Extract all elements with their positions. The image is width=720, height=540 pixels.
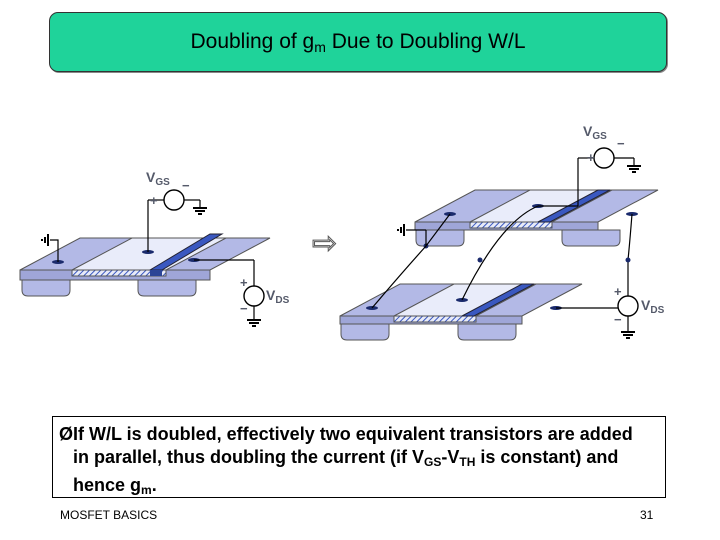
caption-box: Ø If W/L is doubled, effectively two equ… [52, 416, 666, 498]
parallel-transistors: VGS + − VDS + − [339, 123, 665, 341]
mosfet-diagram: VGS + − VDS + − ⇨ [19, 123, 665, 341]
vds-plus-left: + [240, 275, 248, 290]
slide-title: Doubling of gm Due to Doubling W/L [49, 12, 667, 72]
vgs-source-right [593, 147, 615, 169]
vds-label-left: VDS [266, 287, 290, 306]
vgs-plus-left: + [150, 193, 158, 208]
bullet-arrow-icon: Ø [59, 424, 74, 444]
vgs-label-right: VGS [583, 123, 607, 142]
single-transistor: VGS + − VDS + − [19, 169, 290, 327]
title-text: Doubling of gm Due to Doubling W/L [190, 29, 526, 55]
source-well [21, 279, 71, 297]
gate-oxide [71, 269, 167, 277]
footer-label: MOSFET BASICS [60, 508, 158, 522]
caption-text: Ø If W/L is doubled, effectively two equ… [59, 424, 633, 497]
vgs-minus-left: − [182, 178, 190, 193]
vgs-label-left: VGS [146, 169, 170, 188]
vgs-source [163, 189, 185, 211]
vds-minus-right: − [614, 312, 622, 327]
vds-minus-left: − [240, 301, 248, 316]
vgs-minus-right: − [617, 136, 625, 151]
transform-arrow: ⇨ [312, 227, 337, 260]
drain-well [137, 279, 197, 297]
vds-label-right: VDS [641, 297, 665, 316]
vds-plus-right: + [614, 284, 622, 299]
page-number: 31 [640, 508, 654, 522]
vgs-plus-right: + [587, 150, 595, 165]
